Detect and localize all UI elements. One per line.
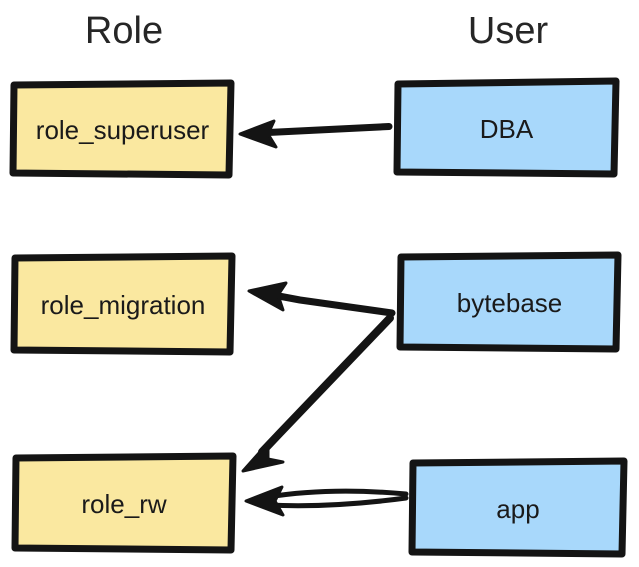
node-dba[interactable]: DBA [393, 77, 620, 179]
node-shape [11, 452, 237, 554]
node-shape [9, 79, 235, 179]
column-heading-user: User [467, 10, 549, 52]
node-shape [396, 251, 622, 353]
column-heading-role: Role [84, 10, 164, 52]
node-role-migration[interactable]: role_migration [10, 252, 236, 357]
edge-dba-to-role_superuser [238, 119, 393, 149]
node-role-superuser[interactable]: role_superuser [9, 79, 235, 179]
node-shape [408, 457, 628, 558]
edge-bytebase-to-role_rw [241, 314, 394, 473]
node-app[interactable]: app [408, 457, 628, 559]
edge-app-to-role_rw [244, 485, 409, 517]
node-shape [393, 77, 620, 178]
node-role-rw[interactable]: role_rw [11, 452, 237, 555]
node-shape [10, 252, 236, 356]
edge-bytebase-to-role_migration [247, 281, 396, 317]
node-bytebase[interactable]: bytebase [396, 251, 622, 354]
